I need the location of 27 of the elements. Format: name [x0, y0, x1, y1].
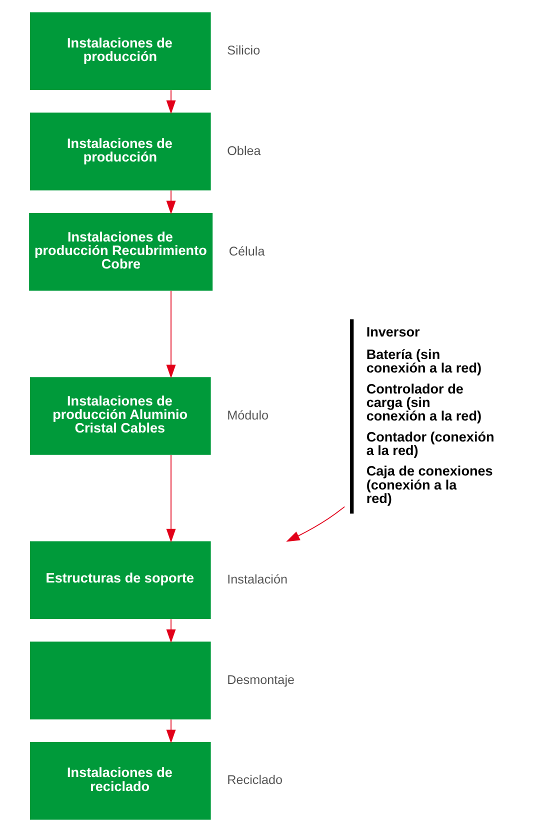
node-box: Instalaciones de producción Recubrimiento Cobre — [28, 213, 212, 291]
arrow — [166, 190, 176, 214]
node-label: Oblea — [226, 144, 260, 158]
node-label: Silicio — [226, 44, 260, 58]
arrow — [166, 454, 176, 542]
arrow — [166, 719, 176, 744]
node-box: Estructuras de soporte — [29, 541, 210, 619]
arrow — [166, 290, 176, 378]
node-label: Módulo — [226, 408, 268, 422]
node-label: Batería (sin conexión a la red) — [366, 347, 482, 376]
arrow — [286, 506, 345, 542]
node-label: Controlador de carga (sin conexión a la red) — [366, 381, 482, 424]
node-label: Reciclado — [226, 773, 282, 788]
node-label: Contador (conexión a la red) — [366, 429, 494, 458]
node-label: Desmontaje — [226, 672, 294, 687]
node-box: Instalaciones de producción — [29, 12, 210, 90]
node-label: Célula — [228, 244, 264, 258]
node-box — [29, 642, 210, 720]
node-label: Instalación — [226, 572, 288, 586]
node-box: Instalaciones de producción — [29, 112, 210, 190]
node-label: Inversor — [366, 324, 420, 340]
node-box: Instalaciones de producción Aluminio Cristal Cables — [29, 377, 210, 455]
arrow — [166, 618, 176, 643]
node-box: Instalaciones de reciclado — [29, 742, 210, 820]
arrow — [166, 90, 176, 114]
node-box — [350, 319, 354, 514]
node-label: Caja de conexiones (conexión a la red) — [366, 464, 492, 506]
